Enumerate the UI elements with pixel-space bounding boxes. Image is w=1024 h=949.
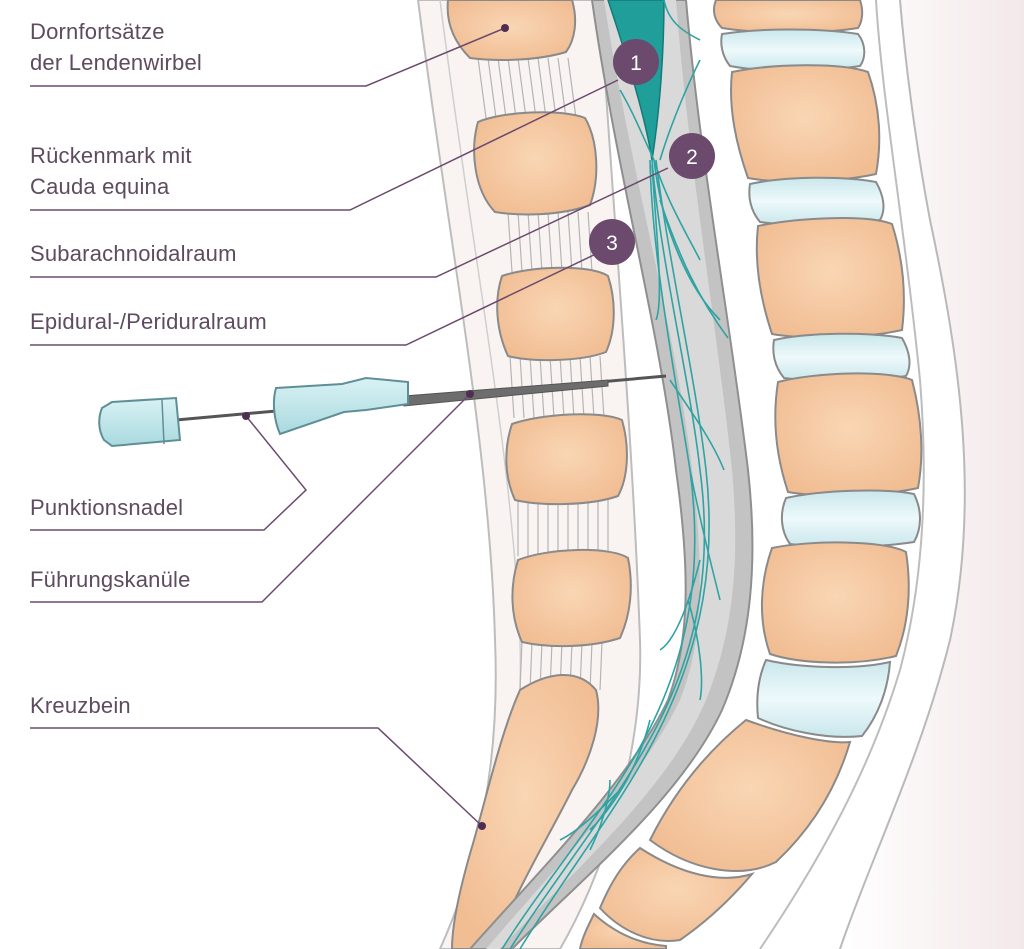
- label-punktionsnadel: Punktionsnadel: [30, 495, 184, 520]
- vertebral-body-l2: [729, 64, 881, 183]
- label-epiduralraum: Epidural-/Periduralraum: [30, 309, 267, 334]
- disc-1: [720, 28, 866, 72]
- svg-text:1: 1: [630, 52, 642, 75]
- leader-fuehrungskanuele: [30, 393, 471, 603]
- label-kreuzbein: Kreuzbein: [30, 693, 131, 718]
- spinous-process-1: [446, 0, 577, 61]
- leader-dornfortsaetze: [30, 27, 506, 87]
- leader-epiduralraum: [30, 251, 601, 346]
- svg-text:2: 2: [686, 146, 698, 169]
- vertebral-body-l1: [713, 0, 864, 34]
- svg-text:3: 3: [606, 232, 618, 255]
- sacrum-body-2: [598, 846, 755, 942]
- back-skin: [840, 0, 1024, 949]
- needle-assembly: [98, 374, 667, 448]
- marker-1: 1: [613, 39, 659, 85]
- interspinous-ligaments: [477, 57, 609, 691]
- leader-punktionsnadel: [30, 415, 308, 531]
- sacrum-body-1: [648, 718, 852, 872]
- label-rueckenmark: Rückenmark mit Cauda equina: [30, 143, 192, 199]
- vertebral-column: [578, 0, 923, 949]
- spinal-needle-hub: [98, 396, 182, 448]
- spinous-process-3: [496, 266, 615, 362]
- spinous-process-2: [473, 111, 598, 216]
- label-dornfortsaetze: Dornfortsätze der Lendenwirbel: [30, 19, 202, 75]
- disc-4: [780, 489, 921, 548]
- sacrum-body-3: [578, 912, 667, 949]
- marker-2: 2: [669, 133, 715, 179]
- vertebral-body-l3: [755, 217, 905, 339]
- spinous-processes: [446, 0, 632, 648]
- label-subarachnoidalraum: Subarachnoidalraum: [30, 241, 237, 266]
- vertebral-body-l5: [760, 541, 910, 664]
- label-fuehrungskanuele: Führungskanüle: [30, 567, 191, 592]
- leader-rueckenmark: [30, 79, 619, 211]
- column-anterior-outline: [759, 0, 925, 949]
- back-skin-edge: [839, 0, 966, 949]
- vertebral-body-l4: [774, 372, 923, 497]
- disc-5: [756, 658, 892, 738]
- leader-dots: [242, 24, 509, 830]
- marker-3: 3: [589, 219, 635, 265]
- leader-kreuzbein: [30, 727, 483, 827]
- leader-lines: [30, 27, 669, 827]
- spinous-process-4: [505, 413, 628, 506]
- leader-subarachnoidalraum: [30, 167, 669, 278]
- spinous-process-5: [511, 548, 632, 648]
- disc-3: [772, 332, 911, 382]
- guide-cannula-hub: [272, 376, 409, 436]
